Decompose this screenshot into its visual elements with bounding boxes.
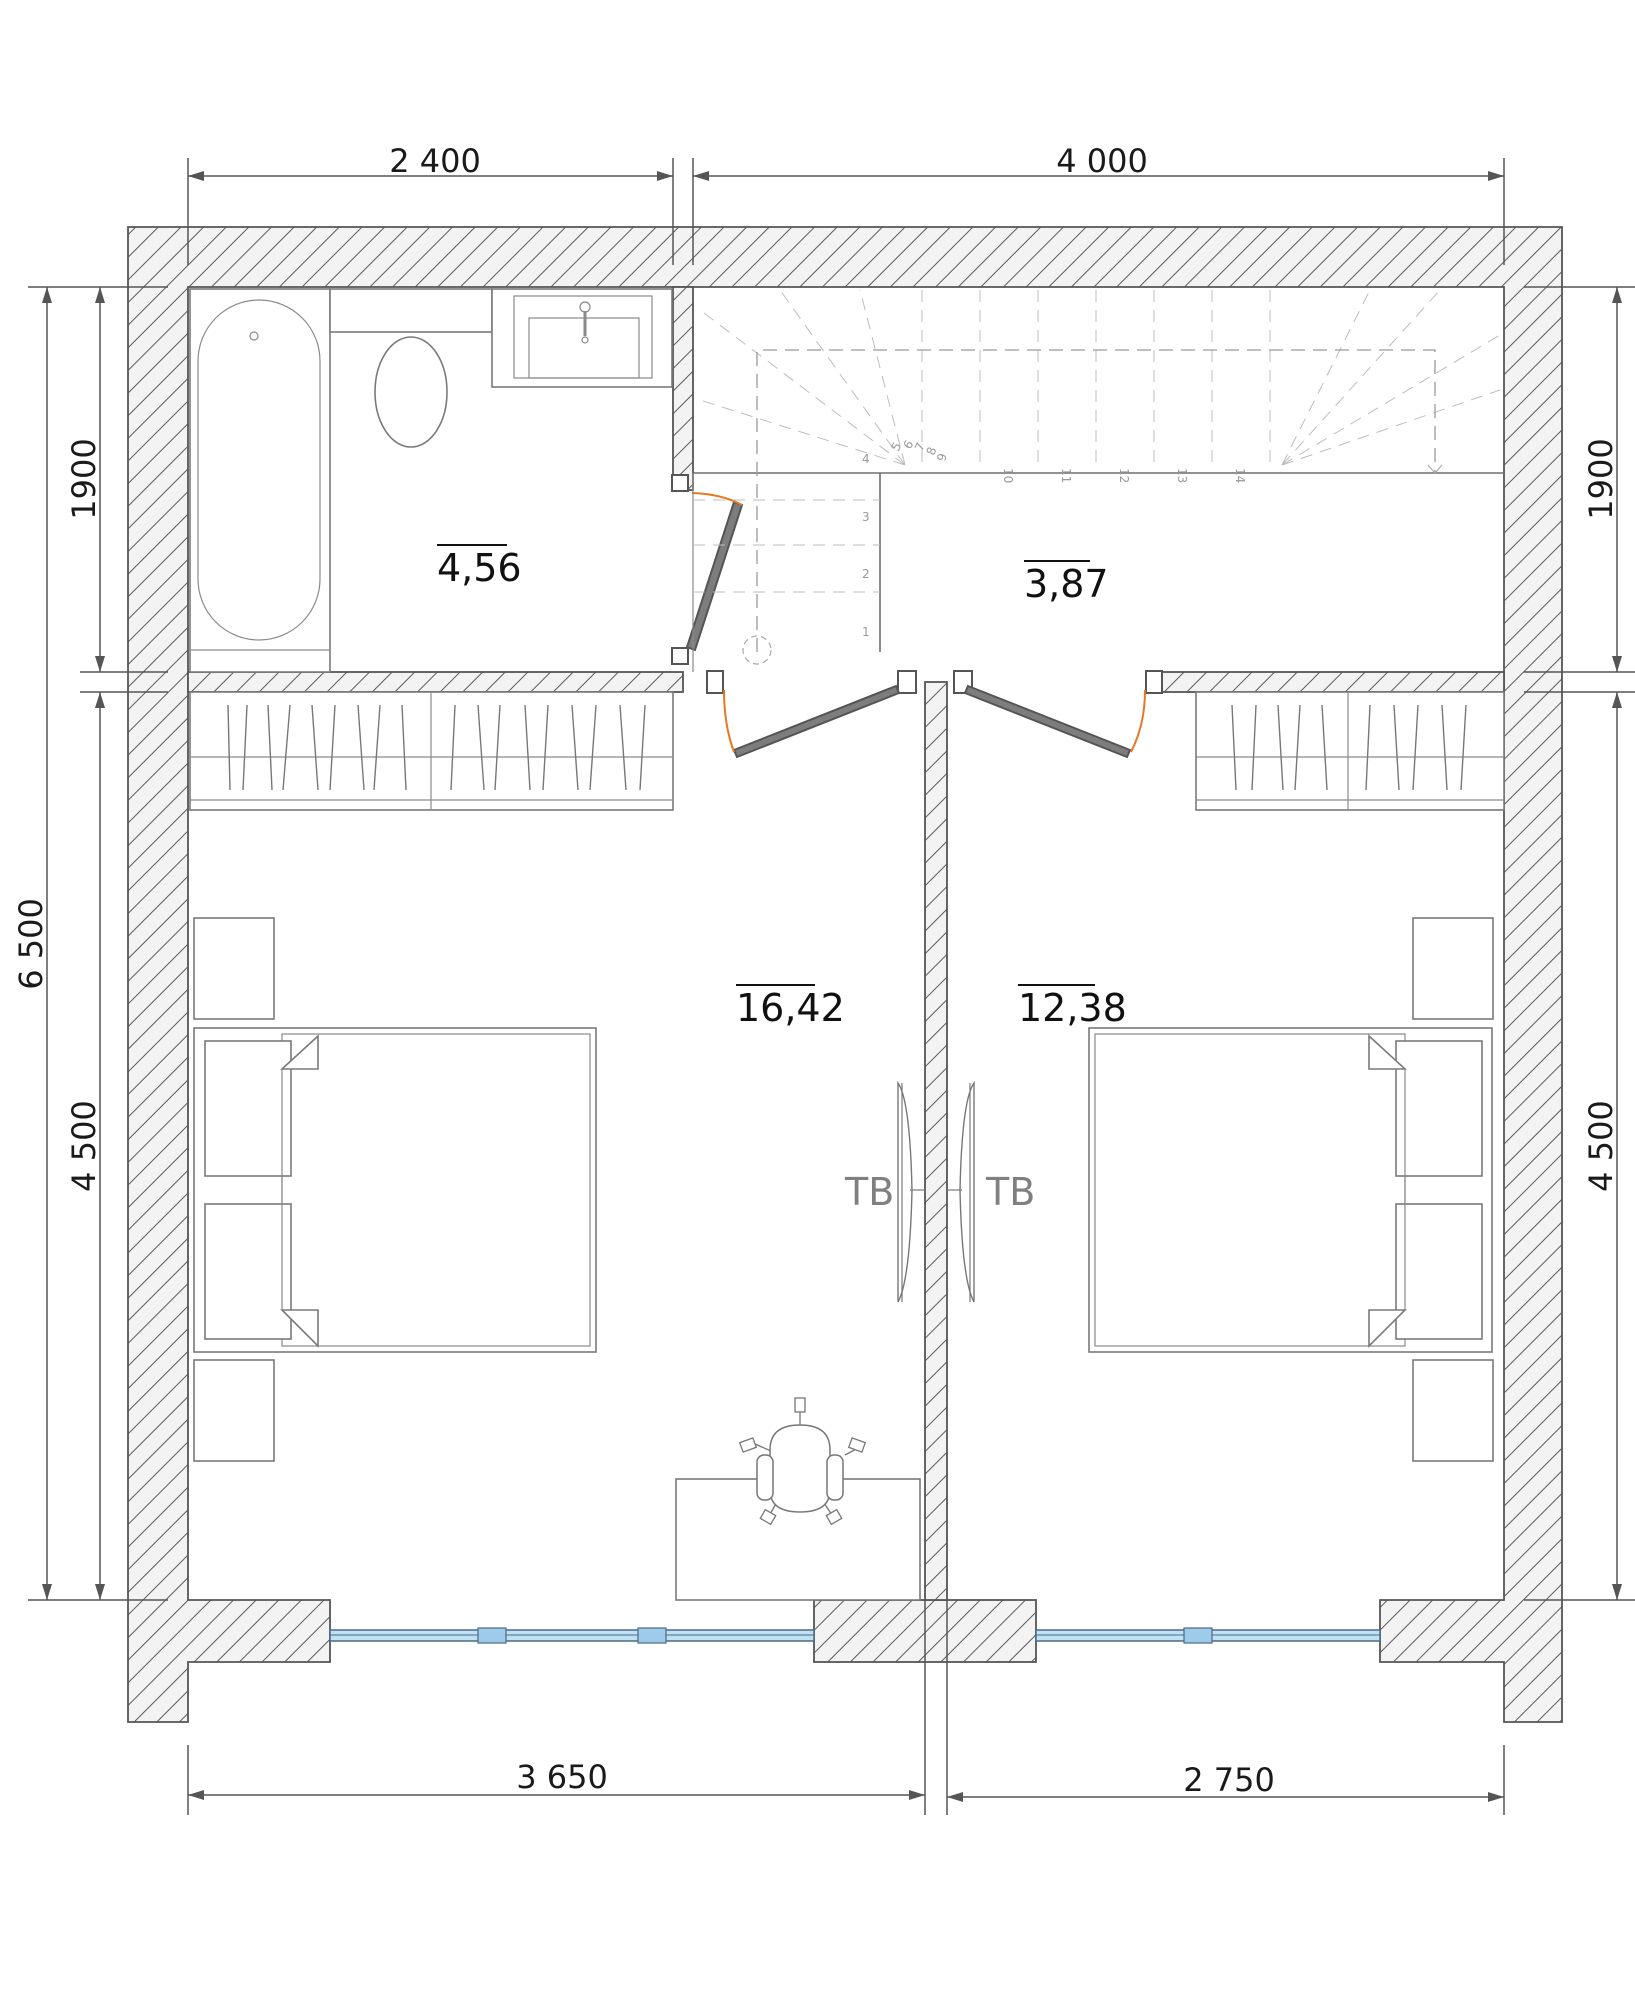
stair-step-number: 14 [1233,468,1247,483]
bedroom-left-door-swing [723,689,735,753]
pillow [1395,1203,1483,1340]
dim-bottom-right: 2 750 [1183,1761,1275,1799]
tv-right-icon [947,1080,975,1303]
stair-step-number: 1 [862,625,870,639]
blanket-fold [280,1309,319,1348]
dim-bottom-left: 3 650 [516,1758,608,1796]
bedroom-right-door-a [963,684,1132,759]
tv-label-right: ТВ [985,1170,1035,1214]
stair-step-number: 11 [1059,468,1073,483]
nightstand [193,1359,275,1462]
bathroom-area: 4,56 [437,546,522,590]
wardrobe-right [1195,691,1505,811]
door-jamb [706,670,724,694]
toilet-tank [329,288,493,333]
blanket-fold [279,1034,319,1070]
nightstand [1412,917,1494,1020]
bathtub-drain-icon [249,331,259,341]
staircase: 1 2 3 4 5 6 7 8 9 10 11 12 13 14 [692,289,1504,672]
stair-step-number: 9 [934,452,950,463]
stair-step-number: 10 [1001,468,1015,483]
blanket-fold [1368,1309,1407,1348]
dim-left-lower: 4 500 [65,1100,103,1192]
tv-left-icon [897,1080,925,1303]
stair-step-number: 4 [862,452,870,466]
dim-right-lower: 4 500 [1582,1100,1620,1192]
stair-treads [693,289,1501,593]
bathroom-door [685,500,744,652]
tv-label-left: ТВ [844,1170,894,1214]
toilet-bowl [374,336,448,448]
pillow [1395,1040,1483,1177]
door-jamb [1145,670,1163,694]
dim-right-upper: 1900 [1582,438,1620,519]
stair-step-number: 3 [862,510,870,524]
bathroom-fixtures [189,288,673,673]
stair-step-number: 8 [924,445,940,457]
nightstand [1412,1359,1494,1462]
door-jamb [671,474,689,492]
bathtub-frame [189,288,331,673]
bathroom-door-swing [691,492,743,506]
dim-top-left: 2 400 [389,142,481,180]
doors [685,492,1146,759]
sink-counter [491,288,673,388]
outer-wall [127,226,1563,1723]
nightstand [193,917,275,1020]
stair-step-number: 2 [862,567,870,581]
pillow [204,1203,292,1340]
bedroom-left-door [732,684,901,759]
bedroom-right-furniture [947,917,1494,1462]
dimension-arrows [42,171,1622,1802]
room-areas: 4,56 3,87 16,42 12,38 [437,544,1127,1030]
stair-step-number: 13 [1175,468,1189,483]
pillow [204,1040,292,1177]
stair-walkline [756,349,1436,652]
dim-left-total: 6 500 [12,898,50,990]
bathroom-bottom-wall [187,671,684,693]
bathroom-hall-partition [672,286,694,491]
wardrobe-hangers [1231,704,1467,791]
hall-bottom-wall-right [1145,671,1505,693]
office-chair-icon [738,1397,867,1526]
dim-left-upper: 1900 [65,438,103,519]
bedroom-right-door-swing [1130,689,1146,753]
dimension-lines [28,158,1635,1815]
windows [329,1627,1381,1644]
door-jamb [897,670,917,694]
door-jamb [671,647,689,665]
bedrooms-partition [924,681,948,1601]
bedroom-right-area: 12,38 [1018,986,1127,1030]
stair-step-number: 12 [1117,468,1131,483]
wardrobes [189,691,1505,811]
hall-area: 3,87 [1024,562,1109,606]
blanket-fold [1368,1034,1408,1070]
bedroom-left-area: 16,42 [736,986,845,1030]
wardrobe-hangers [227,704,646,791]
dim-top-right: 4 000 [1056,142,1148,180]
bedroom-left-furniture [193,917,925,1601]
